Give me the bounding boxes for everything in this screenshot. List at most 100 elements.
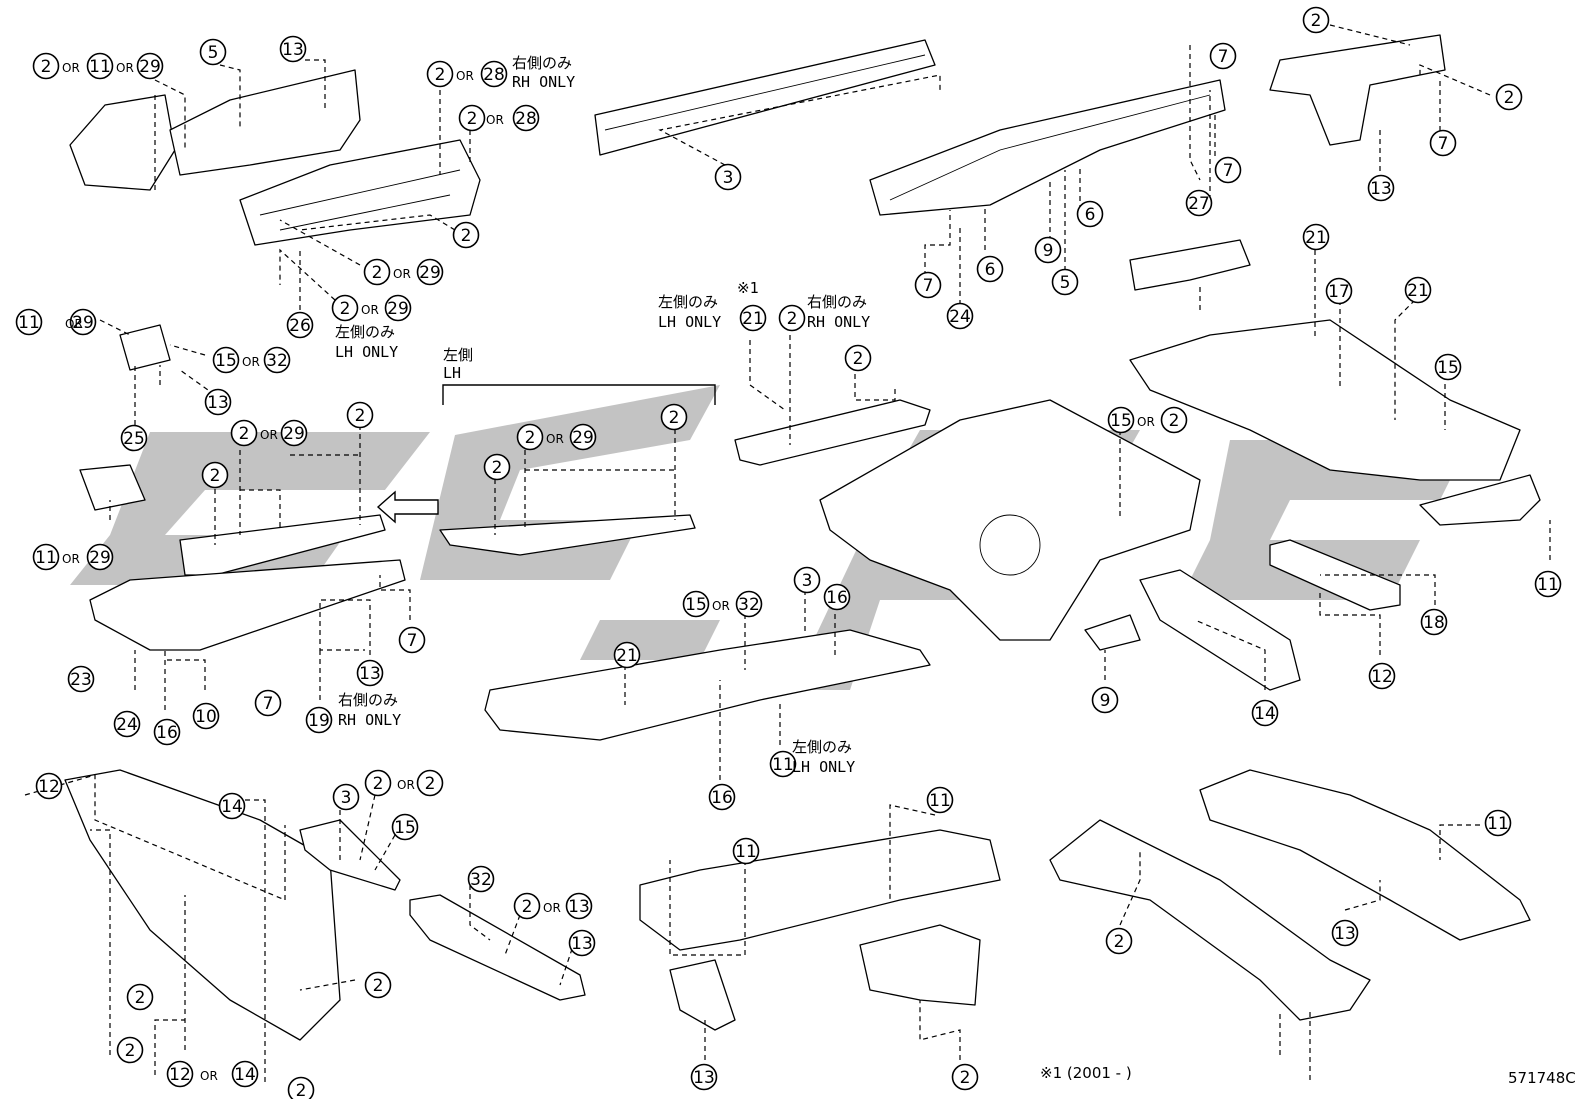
or-label: OR: [62, 552, 80, 566]
callout-7: 7: [1429, 129, 1457, 157]
callout-number: 11: [929, 791, 951, 811]
callout-number: 7: [1438, 134, 1449, 154]
leader-2: [219, 64, 241, 130]
callout-number: 5: [1060, 273, 1071, 293]
callout-2: 2: [230, 419, 258, 447]
callout-2: 2: [1302, 6, 1330, 34]
callout-circle: [569, 423, 597, 451]
callout-number: 11: [1537, 575, 1559, 595]
callout-circle: [1091, 686, 1119, 714]
callout-number: 16: [826, 588, 848, 608]
callout-16: 16: [153, 718, 181, 746]
callout-13: 13: [690, 1063, 718, 1091]
leader-68: [1439, 824, 1480, 860]
callout-circle: [286, 311, 314, 339]
part-cowl-15-32: [409, 894, 586, 1001]
note-rh-only-jp-3: 右側のみ: [338, 691, 398, 709]
callout-number: 7: [1223, 161, 1234, 181]
callout-26: 26: [286, 311, 314, 339]
callout-circle: [116, 1036, 144, 1064]
callout-number: 25: [123, 429, 145, 449]
part-bracket-12-right: [1084, 614, 1141, 651]
notes: 右側のみ RH ONLY 左側のみ LH ONLY 左側 LH ※1 左側のみ …: [335, 54, 1576, 1087]
callout-circle: [416, 258, 444, 286]
callout-circle: [1534, 570, 1562, 598]
callout-circle: [1495, 83, 1523, 111]
callout-circle: [1105, 927, 1133, 955]
leader-44: [494, 420, 676, 535]
callout-circle: [287, 1076, 315, 1099]
note-lh-only-en-2: LH ONLY: [658, 313, 721, 331]
callout-number: 29: [139, 57, 161, 77]
callout-number: 7: [923, 276, 934, 296]
callout-7: 7: [1214, 156, 1242, 184]
or-label: OR: [546, 432, 564, 446]
leader-58: [299, 979, 356, 991]
callout-number: 7: [1218, 47, 1229, 67]
leader-69: [1344, 880, 1381, 911]
or-label: OR: [260, 428, 278, 442]
callout-11: 11: [86, 52, 114, 80]
callout-circle: [690, 1063, 718, 1091]
callout-2: 2: [32, 52, 60, 80]
callout-28: 28: [480, 60, 508, 88]
detail-3: [889, 94, 1211, 201]
part-extension-15: [1419, 474, 1541, 526]
callout-number: 13: [571, 934, 593, 954]
leader-64: [889, 804, 936, 900]
callout-number: 29: [572, 428, 594, 448]
callout-circle: [254, 689, 282, 717]
callout-number: 2: [425, 774, 436, 794]
callout-circle: [708, 783, 736, 811]
callout-circle: [714, 163, 742, 191]
callout-circle: [1434, 353, 1462, 381]
callout-number: 2: [355, 406, 366, 426]
callout-circle: [1331, 919, 1359, 947]
callout-circle: [231, 1060, 259, 1088]
callout-27: 27: [1185, 189, 1213, 217]
callout-number: 2: [296, 1081, 307, 1099]
leader-26: [1394, 299, 1416, 420]
callout-25: 25: [120, 424, 148, 452]
callout-number: 11: [18, 313, 40, 333]
callout-circle: [346, 401, 374, 429]
callout-circle: [946, 302, 974, 330]
callout-circle: [32, 543, 60, 571]
note-rh-only-jp-1: 右側のみ: [512, 54, 572, 72]
part-front-floor-pan: [484, 629, 931, 741]
leader-15: [1049, 170, 1066, 280]
callout-number: 28: [483, 65, 505, 85]
callout-number: 16: [711, 788, 733, 808]
callout-14: 14: [1251, 699, 1279, 727]
leader-6: [299, 214, 456, 231]
note-lh-only-jp-3: 左側のみ: [792, 738, 852, 756]
leader-60: [469, 885, 491, 941]
callout-circle: [976, 255, 1004, 283]
callout-circle: [218, 792, 246, 820]
callout-circle: [1367, 174, 1395, 202]
callout-number: 29: [89, 548, 111, 568]
callout-number: 2: [373, 774, 384, 794]
callout-number: 2: [1169, 411, 1180, 431]
note-lh-side-en: LH: [443, 364, 461, 382]
callout-circle: [516, 423, 544, 451]
callout-number: 24: [949, 307, 971, 327]
leader-43: [165, 659, 206, 690]
callout-number: 11: [35, 548, 57, 568]
callout-7: 7: [914, 271, 942, 299]
callout-number: 13: [1370, 179, 1392, 199]
callout-2: 2: [426, 60, 454, 88]
callout-number: 13: [359, 664, 381, 684]
callout-2: 2: [1105, 927, 1133, 955]
callout-circle: [113, 710, 141, 738]
or-label: OR: [397, 778, 415, 792]
callout-circle: [732, 837, 760, 865]
note-asterisk1: ※1: [737, 279, 759, 297]
callout-circle: [356, 659, 384, 687]
leader-46: [854, 365, 896, 401]
callout-number: 29: [283, 424, 305, 444]
callout-number: 9: [1100, 691, 1111, 711]
callout-number: 5: [208, 43, 219, 63]
callout-13: 13: [568, 929, 596, 957]
